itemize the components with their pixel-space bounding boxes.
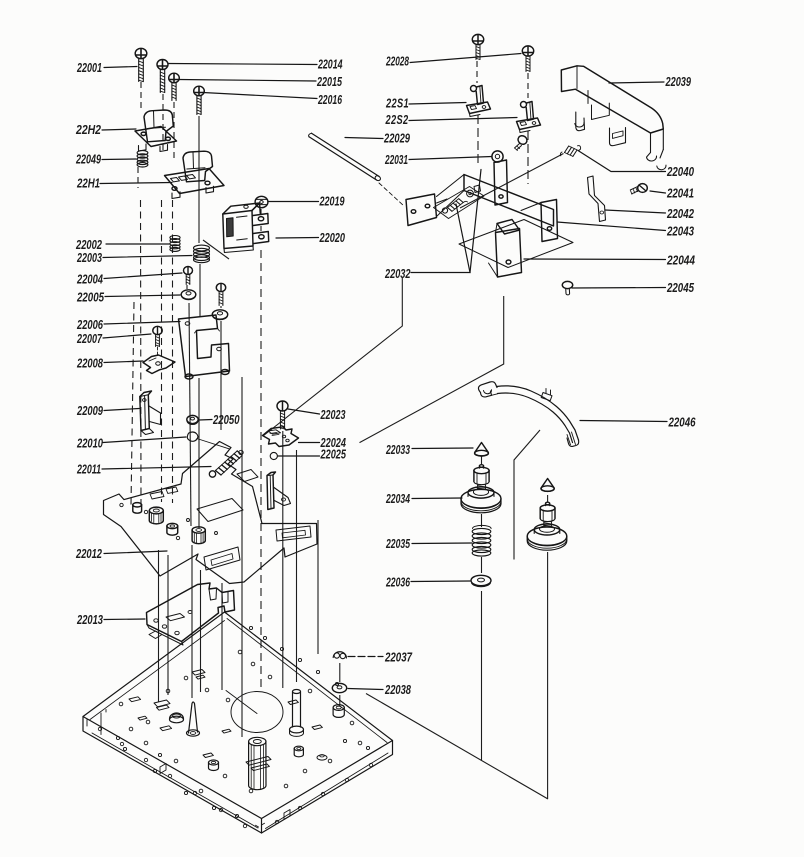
svg-text:22015: 22015 — [316, 74, 342, 89]
svg-text:22043: 22043 — [666, 224, 694, 239]
svg-text:22041: 22041 — [666, 186, 694, 201]
svg-text:22010: 22010 — [76, 436, 103, 451]
svg-text:22046: 22046 — [668, 415, 696, 430]
svg-text:22025: 22025 — [320, 447, 347, 462]
svg-text:22020: 22020 — [319, 230, 346, 245]
svg-text:22028: 22028 — [385, 54, 409, 69]
svg-text:22S2: 22S2 — [385, 112, 409, 127]
svg-text:22045: 22045 — [666, 280, 694, 295]
svg-text:22039: 22039 — [665, 74, 692, 89]
svg-text:22032: 22032 — [384, 266, 411, 281]
svg-text:22003: 22003 — [76, 250, 102, 265]
svg-text:22034: 22034 — [385, 491, 410, 506]
svg-text:22049: 22049 — [75, 152, 101, 167]
svg-text:22036: 22036 — [385, 575, 410, 590]
svg-text:22013: 22013 — [76, 612, 103, 627]
svg-text:22014: 22014 — [317, 57, 343, 72]
svg-text:22002: 22002 — [75, 237, 102, 252]
svg-text:22016: 22016 — [317, 92, 342, 107]
svg-text:22011: 22011 — [76, 462, 101, 477]
svg-text:22S1: 22S1 — [385, 95, 409, 110]
svg-text:22H1: 22H1 — [76, 176, 100, 191]
svg-text:22H2: 22H2 — [75, 122, 101, 137]
svg-text:22001: 22001 — [76, 60, 102, 75]
svg-text:22044: 22044 — [666, 253, 695, 268]
svg-text:22012: 22012 — [75, 546, 102, 561]
svg-text:22042: 22042 — [666, 206, 694, 221]
svg-text:22004: 22004 — [76, 272, 103, 287]
svg-text:22006: 22006 — [76, 317, 103, 332]
svg-text:22023: 22023 — [320, 407, 346, 422]
svg-text:22008: 22008 — [76, 356, 103, 371]
svg-text:22050: 22050 — [212, 412, 240, 427]
svg-text:22037: 22037 — [384, 650, 412, 665]
svg-text:22019: 22019 — [319, 194, 345, 209]
svg-text:22005: 22005 — [76, 290, 104, 305]
svg-text:22033: 22033 — [385, 442, 410, 457]
svg-text:22031: 22031 — [384, 152, 408, 167]
svg-text:22007: 22007 — [76, 331, 102, 346]
svg-text:22029: 22029 — [383, 131, 410, 146]
svg-text:22024: 22024 — [320, 435, 347, 450]
svg-text:22035: 22035 — [385, 536, 410, 551]
svg-text:22038: 22038 — [384, 682, 411, 697]
svg-text:22040: 22040 — [666, 164, 694, 179]
svg-text:22009: 22009 — [76, 403, 103, 418]
